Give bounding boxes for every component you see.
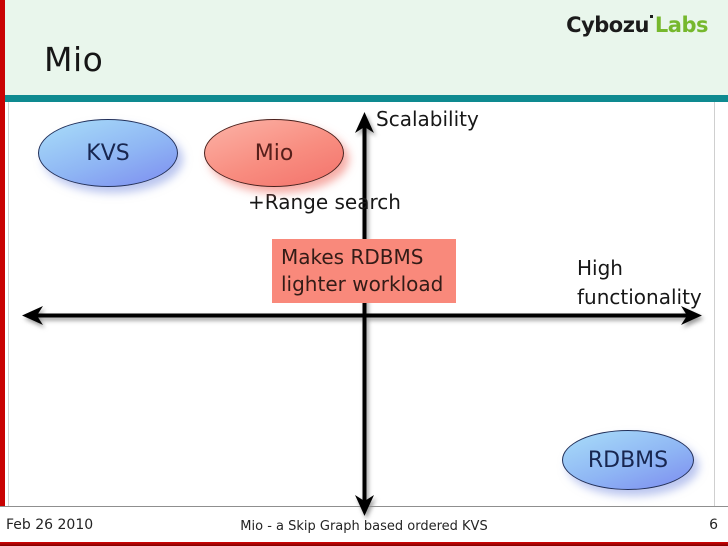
callout-line1: Makes RDBMS [281, 245, 424, 269]
bottom-accent-bar [0, 542, 728, 546]
top-band [5, 0, 728, 95]
node-kvs: KVS [38, 119, 178, 187]
logo-suffix: Labs [654, 13, 709, 37]
left-accent-bar [0, 0, 5, 507]
content-frame [8, 102, 715, 506]
logo-dot-icon [649, 15, 653, 18]
logo-brand: Cybozu [566, 13, 649, 37]
slide-title: Mio [44, 40, 104, 79]
node-mio: Mio [204, 119, 344, 187]
x-axis-label: High functionality [577, 256, 702, 309]
node-mio-label: Mio [254, 140, 294, 166]
teal-divider [5, 95, 728, 102]
node-rdbms-label: RDBMS [587, 447, 669, 473]
node-rdbms: RDBMS [562, 430, 694, 490]
node-kvs-label: KVS [86, 140, 130, 166]
callout-box: Makes RDBMS lighter workload [272, 239, 456, 303]
footer-slide-title: Mio - a Skip Graph based ordered KVS [240, 519, 488, 534]
range-search-annotation: +Range search [248, 190, 401, 214]
footer-page-number: 6 [709, 517, 718, 533]
footer-separator [0, 506, 728, 507]
y-axis-label: Scalability [376, 107, 479, 131]
callout-line2: lighter workload [281, 272, 444, 296]
footer-date: Feb 26 2010 [6, 517, 94, 533]
